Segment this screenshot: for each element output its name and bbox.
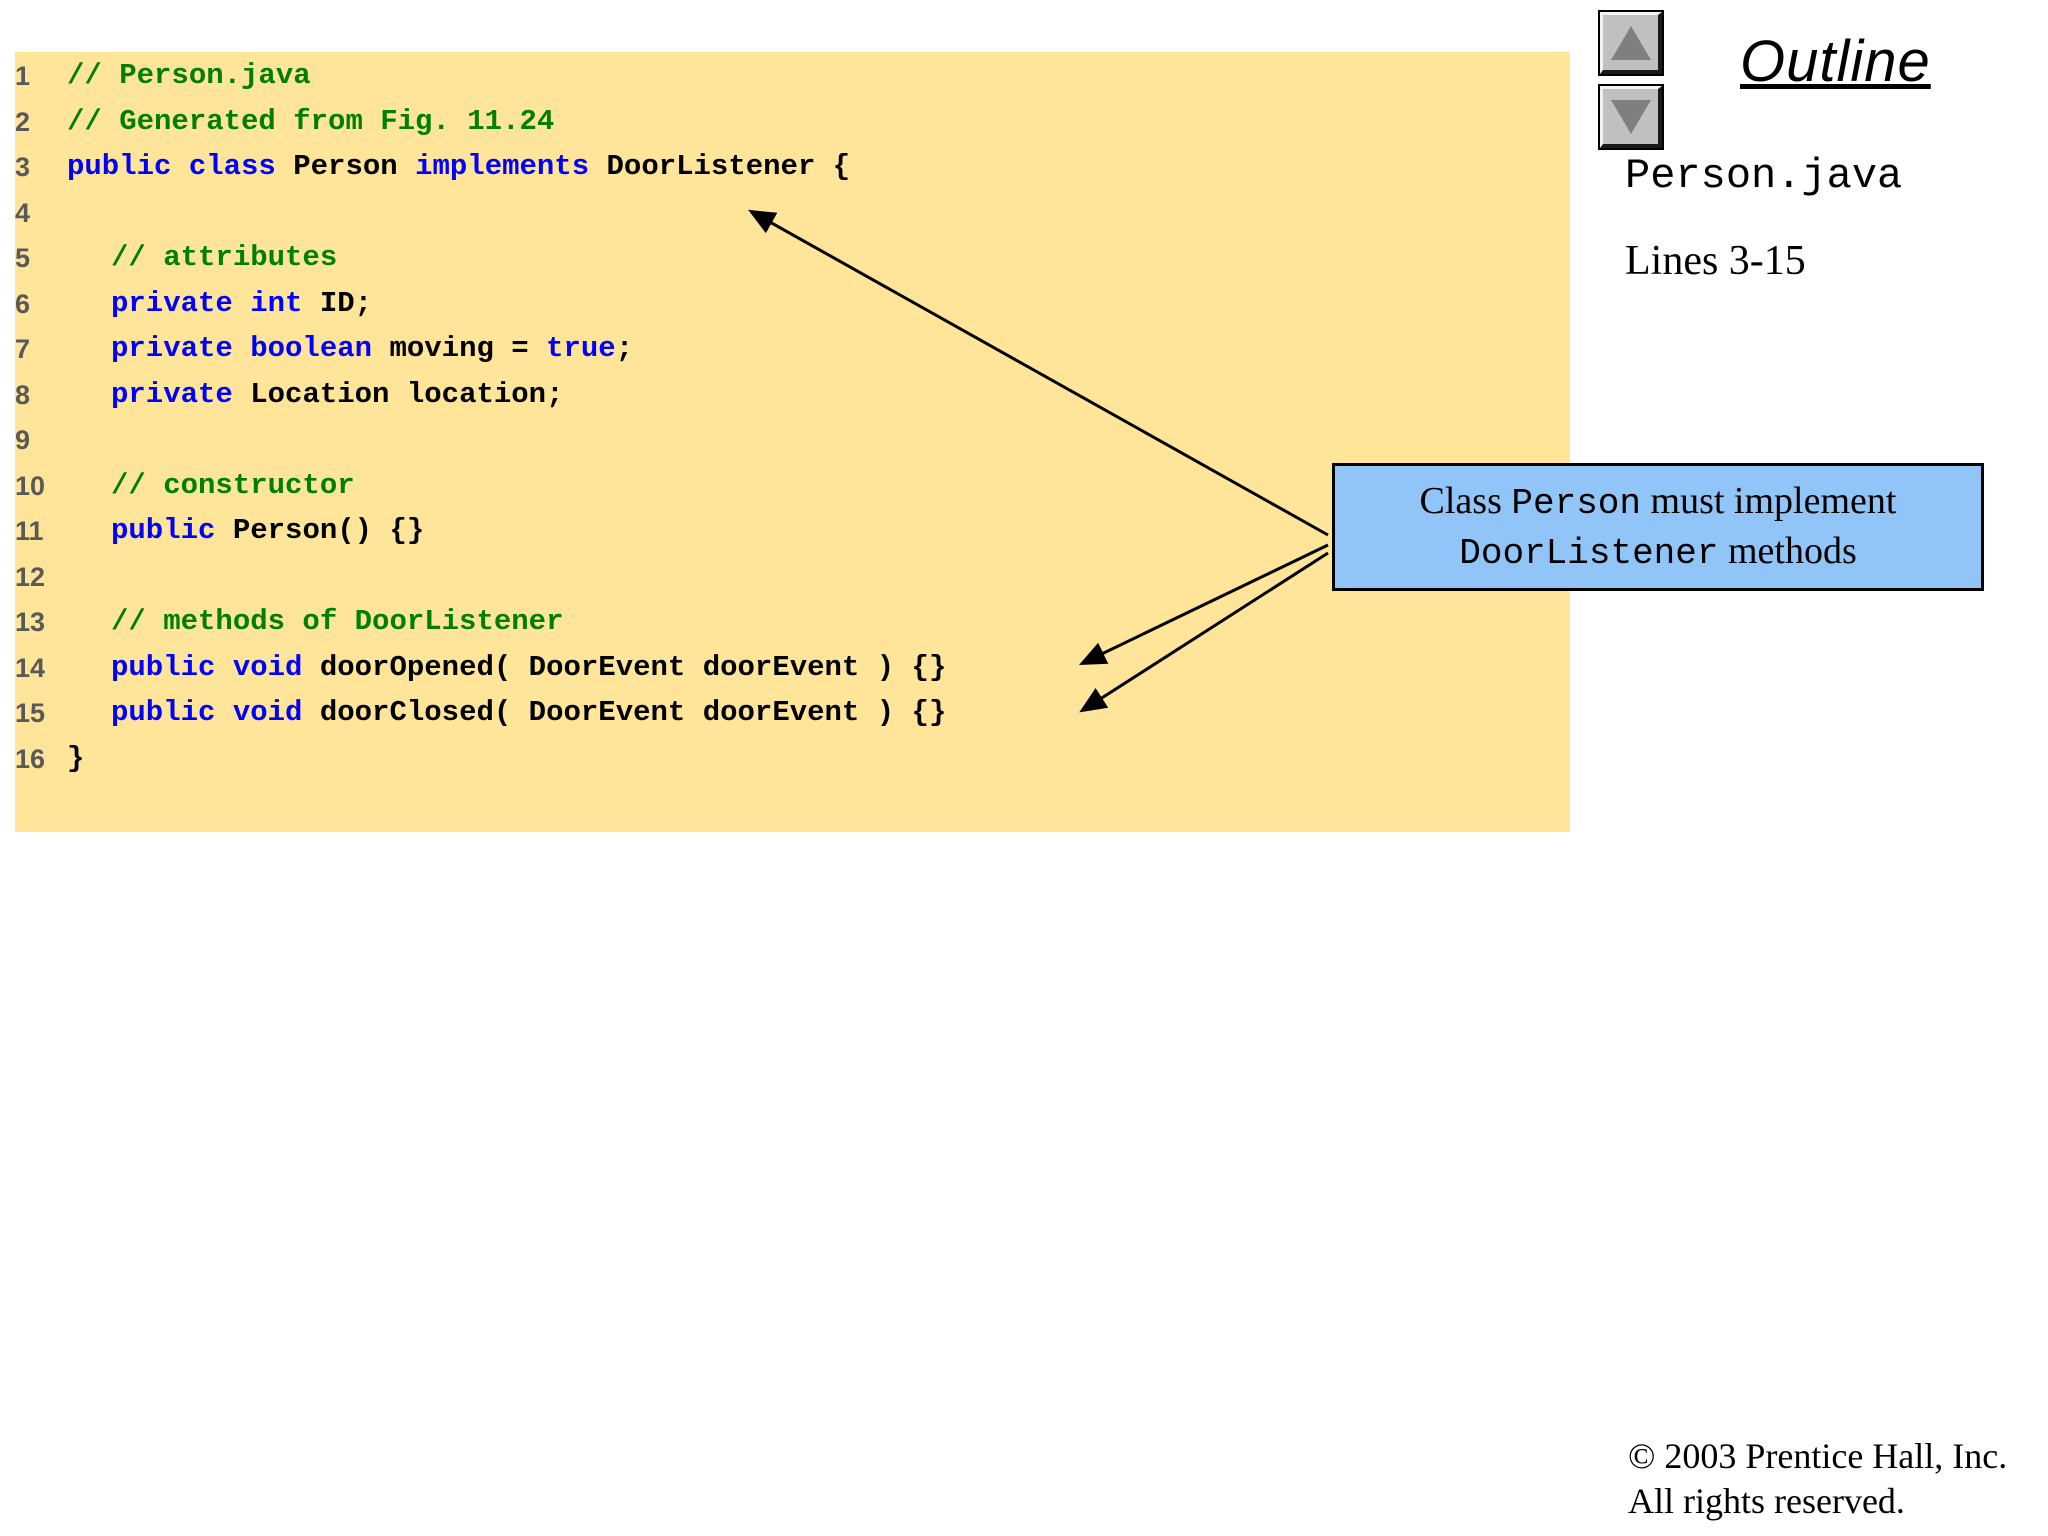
footer-rights: All rights reserved.	[1628, 1481, 1905, 1521]
code-line-text: public Person() {}	[111, 508, 424, 554]
code-token: ID;	[319, 286, 373, 320]
callout-line-2: DoorListener methods	[1459, 527, 1857, 577]
code-line: 6 private int ID;	[15, 281, 1570, 327]
code-line-number: 11	[15, 516, 44, 546]
code-line: 11 public Person() {}	[15, 508, 1570, 554]
code-line: 13 // methods of DoorListener	[15, 599, 1570, 645]
code-line-number: 2	[15, 106, 31, 137]
code-token: private int	[111, 286, 320, 320]
callout-code-person: Person	[1511, 482, 1642, 524]
code-token: // constructor	[111, 468, 355, 502]
code-line-text: private boolean moving = true;	[111, 326, 633, 372]
footer-copyright: © 2003 Prentice Hall, Inc.	[1628, 1436, 2008, 1476]
code-line: 10 // constructor	[15, 463, 1570, 509]
code-token: moving =	[389, 332, 547, 365]
code-line-text: public void doorOpened( DoorEvent doorEv…	[111, 645, 946, 691]
code-line-text: // Generated from Fig. 11.24	[67, 99, 554, 145]
code-token: }	[67, 741, 85, 775]
code-token: ;	[615, 332, 634, 365]
code-line-number: 1	[15, 61, 31, 91]
code-line: 1 // Person.java	[15, 53, 1570, 99]
callout-text-methods: methods	[1718, 530, 1857, 572]
callout-text-class: Class	[1419, 479, 1512, 522]
callout-code-doorlistener: DoorListener	[1459, 533, 1719, 574]
code-token: true	[546, 332, 616, 365]
code-line-number: 3	[15, 152, 31, 182]
code-line-number: 8	[15, 379, 31, 410]
code-line-number: 13	[15, 607, 46, 637]
footer: © 2003 Prentice Hall, Inc. All rights re…	[1628, 1434, 2007, 1524]
code-line-text: public class Person implements DoorListe…	[67, 144, 850, 190]
code-token: private	[111, 377, 251, 411]
code-line-number: 4	[15, 197, 31, 228]
code-line-number: 9	[15, 425, 31, 455]
code-line: 4	[15, 190, 1570, 236]
code-token: DoorListener {	[606, 150, 851, 183]
code-line-number: 5	[15, 243, 31, 273]
code-line: 2 // Generated from Fig. 11.24	[15, 99, 1570, 145]
code-token: public class	[67, 150, 294, 183]
code-token: implements	[415, 150, 607, 183]
code-line: 12	[15, 554, 1570, 600]
code-line-text: private Location location;	[111, 372, 564, 418]
code-line-number: 15	[15, 698, 46, 728]
callout-line-1: Class Person must implement	[1420, 477, 1897, 527]
code-line: 14 public void doorOpened( DoorEvent door…	[15, 645, 1570, 691]
code-line-text: private int ID;	[111, 281, 372, 327]
code-line: 15 public void doorClosed( DoorEvent door…	[15, 690, 1570, 736]
code-token: Location location;	[250, 377, 564, 411]
outline-title: Outline	[1740, 29, 1931, 94]
code-listing-panel: 1 // Person.java 2 // Generated from Fig. 1…	[15, 52, 1570, 832]
code-token: Person() {}	[232, 514, 425, 547]
code-line-text: // Person.java	[67, 53, 311, 99]
code-token: Person	[293, 150, 416, 183]
code-token: // methods of DoorListener	[111, 605, 564, 638]
outline-scroll-down-button[interactable]	[1598, 84, 1664, 150]
code-line-number: 7	[15, 334, 31, 364]
triangle-down-icon	[1610, 99, 1651, 134]
code-line-number: 12	[15, 561, 46, 592]
code-line-number: 10	[15, 470, 46, 501]
code-line-text: }	[67, 736, 84, 782]
code-line-text: // attributes	[111, 235, 337, 281]
code-token: public void	[111, 650, 320, 684]
code-line-text: // methods of DoorListener	[111, 599, 563, 645]
callout-text-must-implement: must implement	[1641, 479, 1897, 522]
code-token: // Person.java	[67, 59, 311, 92]
code-line-text: // constructor	[111, 463, 355, 509]
code-line: 9	[15, 417, 1570, 463]
code-line: 3 public class Person implements DoorList…	[15, 144, 1570, 190]
code-token: private boolean	[111, 332, 390, 365]
triangle-up-icon	[1610, 25, 1651, 60]
callout-box: Class Person must implement DoorListener…	[1332, 463, 1984, 591]
code-line-number: 14	[15, 652, 46, 683]
code-line-text: public void doorClosed( DoorEvent doorEv…	[111, 690, 946, 736]
outline-scroll-up-button[interactable]	[1598, 10, 1664, 76]
code-line-number: 6	[15, 288, 31, 319]
code-token: public	[111, 514, 233, 547]
code-line-number: 16	[15, 743, 46, 774]
code-token: doorClosed( DoorEvent doorEvent ) {}	[319, 696, 947, 729]
code-line: 7 private boolean moving = true;	[15, 326, 1570, 372]
outline-lines-label: Lines 3-15	[1625, 238, 1806, 284]
code-token: doorOpened( DoorEvent doorEvent ) {}	[319, 650, 947, 684]
code-line: 16}	[15, 736, 1570, 782]
outline-file-name: Person.java	[1625, 152, 1903, 200]
code-token: // Generated from Fig. 11.24	[67, 104, 555, 138]
code-line: 5 // attributes	[15, 235, 1570, 281]
code-token: public void	[111, 696, 320, 729]
code-line: 8 private Location location;	[15, 372, 1570, 418]
code-token: // attributes	[111, 241, 338, 274]
